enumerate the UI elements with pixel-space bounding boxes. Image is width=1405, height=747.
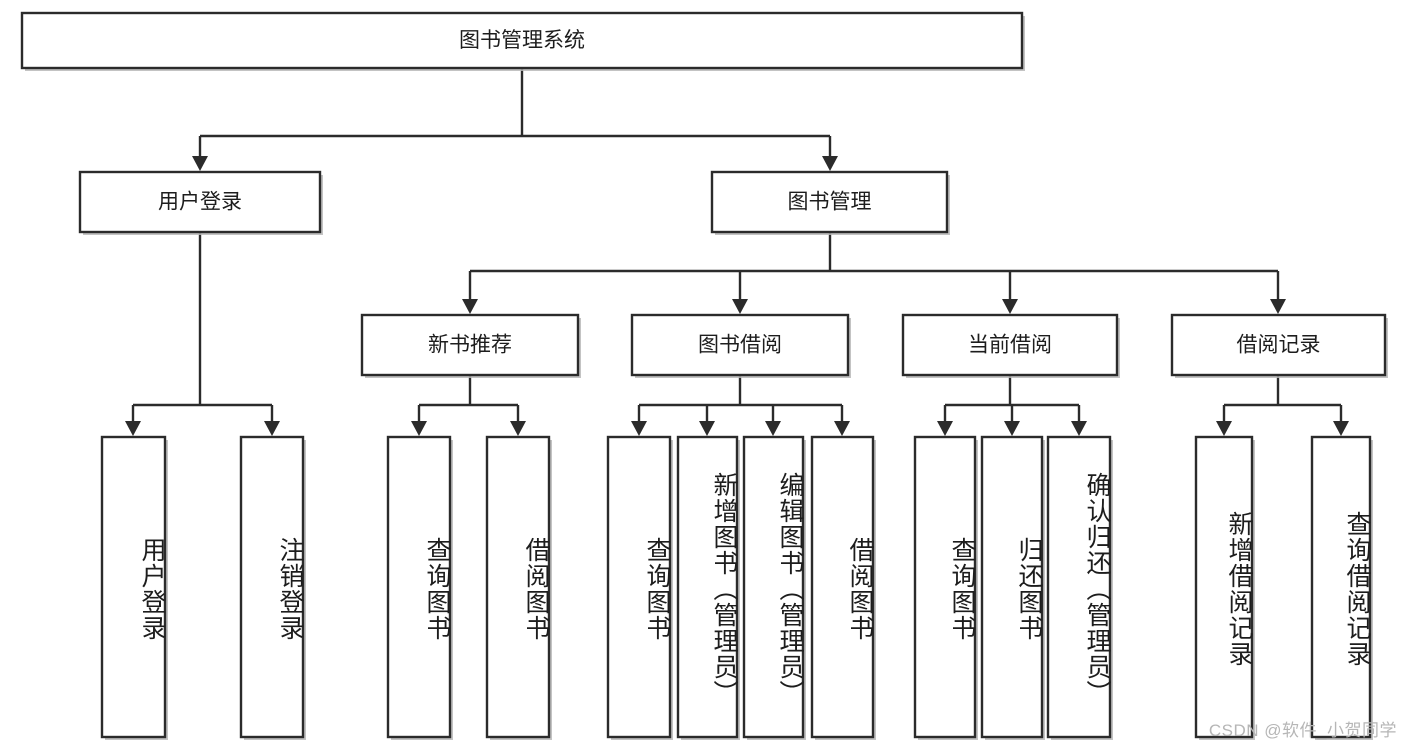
box-outline <box>742 435 805 739</box>
arrow-head-icon <box>1270 299 1286 314</box>
box-outline <box>913 435 977 739</box>
box-outline <box>710 170 949 234</box>
leaf-node-leaf-borrow-book-1[interactable] <box>485 435 552 740</box>
arrow-head-icon <box>834 421 850 436</box>
arrow-head-icon <box>510 421 526 436</box>
level2-node-current-borrow[interactable]: 当前借阅 <box>901 313 1120 378</box>
leaf-node-leaf-query-book-3[interactable] <box>913 435 978 740</box>
level1-node-book-manage[interactable]: 图书管理 <box>710 170 950 235</box>
arrow-head-icon <box>1071 421 1087 436</box>
arrow-head-icon <box>411 421 427 436</box>
node-label: 图书管理 <box>788 191 872 214</box>
box-outline <box>78 170 322 234</box>
arrow-head-icon <box>822 156 838 171</box>
box-outline <box>20 11 1024 70</box>
box-outline <box>100 435 167 739</box>
arrow-head-icon <box>1333 421 1349 436</box>
box-outline <box>239 435 305 739</box>
root-node-book-management-system[interactable]: 图书管理系统 <box>20 11 1025 71</box>
node-label: 新书推荐 <box>428 334 512 357</box>
watermark-text: CSDN @软件_小贺同学 <box>1208 721 1397 740</box>
arrow-head-icon <box>192 156 208 171</box>
leaf-node-leaf-return-book[interactable] <box>980 435 1045 740</box>
arrow-head-icon <box>1002 299 1018 314</box>
leaf-node-leaf-query-book-1[interactable] <box>386 435 453 740</box>
arrow-head-icon <box>1004 421 1020 436</box>
box-outline <box>676 435 739 739</box>
arrow-head-icon <box>732 299 748 314</box>
leaf-node-leaf-logout[interactable] <box>239 435 306 740</box>
box-outline <box>630 313 850 377</box>
box-outline <box>980 435 1044 739</box>
box-outline <box>1310 435 1372 739</box>
box-outline <box>810 435 875 739</box>
leaf-node-leaf-query-record[interactable] <box>1310 435 1373 740</box>
arrow-head-icon <box>125 421 141 436</box>
node-label: 当前借阅 <box>968 334 1052 357</box>
box-outline <box>360 313 580 377</box>
level2-node-borrow-record[interactable]: 借阅记录 <box>1170 313 1388 378</box>
box-outline <box>606 435 672 739</box>
level2-node-book-borrow[interactable]: 图书借阅 <box>630 313 851 378</box>
box-outline <box>1194 435 1254 739</box>
arrow-head-icon <box>937 421 953 436</box>
box-outline <box>485 435 551 739</box>
arrow-head-icon <box>631 421 647 436</box>
leaf-node-leaf-borrow-book-2[interactable] <box>810 435 876 740</box>
leaf-node-leaf-confirm-return[interactable] <box>1046 435 1113 740</box>
leaf-node-leaf-edit-book[interactable] <box>742 435 806 740</box>
node-label: 图书管理系统 <box>459 29 585 52</box>
leaf-node-leaf-user-login[interactable] <box>100 435 168 740</box>
level1-node-user-login[interactable]: 用户登录 <box>78 170 323 235</box>
box-outline <box>901 313 1119 377</box>
node-label: 用户登录 <box>158 191 242 214</box>
box-outline <box>1170 313 1387 377</box>
node-label: 图书借阅 <box>698 334 782 357</box>
arrow-head-icon <box>699 421 715 436</box>
arrow-head-icon <box>264 421 280 436</box>
arrow-head-icon <box>462 299 478 314</box>
arrow-head-icon <box>765 421 781 436</box>
leaf-node-leaf-query-book-2[interactable] <box>606 435 673 740</box>
box-outline <box>1046 435 1112 739</box>
box-outline <box>386 435 452 739</box>
node-label: 借阅记录 <box>1237 334 1321 357</box>
level2-node-new-book-recommend[interactable]: 新书推荐 <box>360 313 581 378</box>
leaf-node-leaf-add-book[interactable] <box>676 435 740 740</box>
arrow-head-icon <box>1216 421 1232 436</box>
leaf-node-leaf-add-record[interactable] <box>1194 435 1255 740</box>
